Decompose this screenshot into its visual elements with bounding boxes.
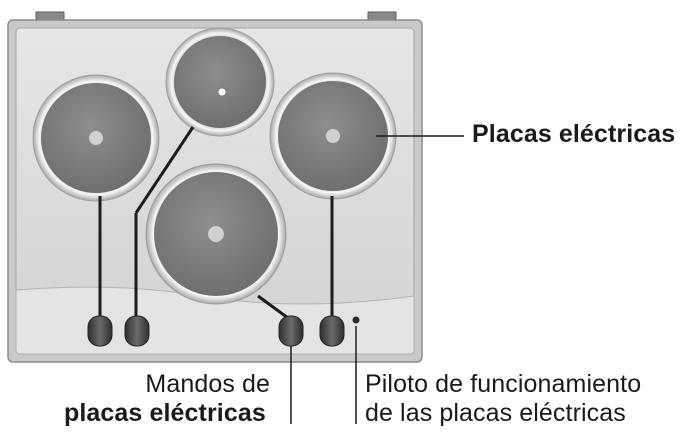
control-strip	[15, 286, 415, 355]
burner-front-center	[145, 163, 287, 305]
label-pilot-line2: de las placas eléctricas	[365, 399, 626, 427]
burner-back-right	[269, 72, 397, 200]
pilot-light	[352, 316, 360, 324]
knob-2	[124, 315, 150, 347]
label-plates: Placas eléctricas	[472, 120, 676, 148]
label-knobs-line2: placas eléctricas	[64, 399, 266, 427]
knob-1	[87, 315, 113, 347]
burner-back-left	[32, 74, 160, 202]
burner-knob-links	[98, 126, 334, 320]
knob-3	[278, 315, 304, 347]
knob-4	[319, 315, 345, 347]
label-pilot-line1: Piloto de funcionamiento	[365, 370, 642, 398]
burner-back-center	[165, 27, 275, 137]
label-knobs-line1: Mandos de	[145, 370, 270, 398]
